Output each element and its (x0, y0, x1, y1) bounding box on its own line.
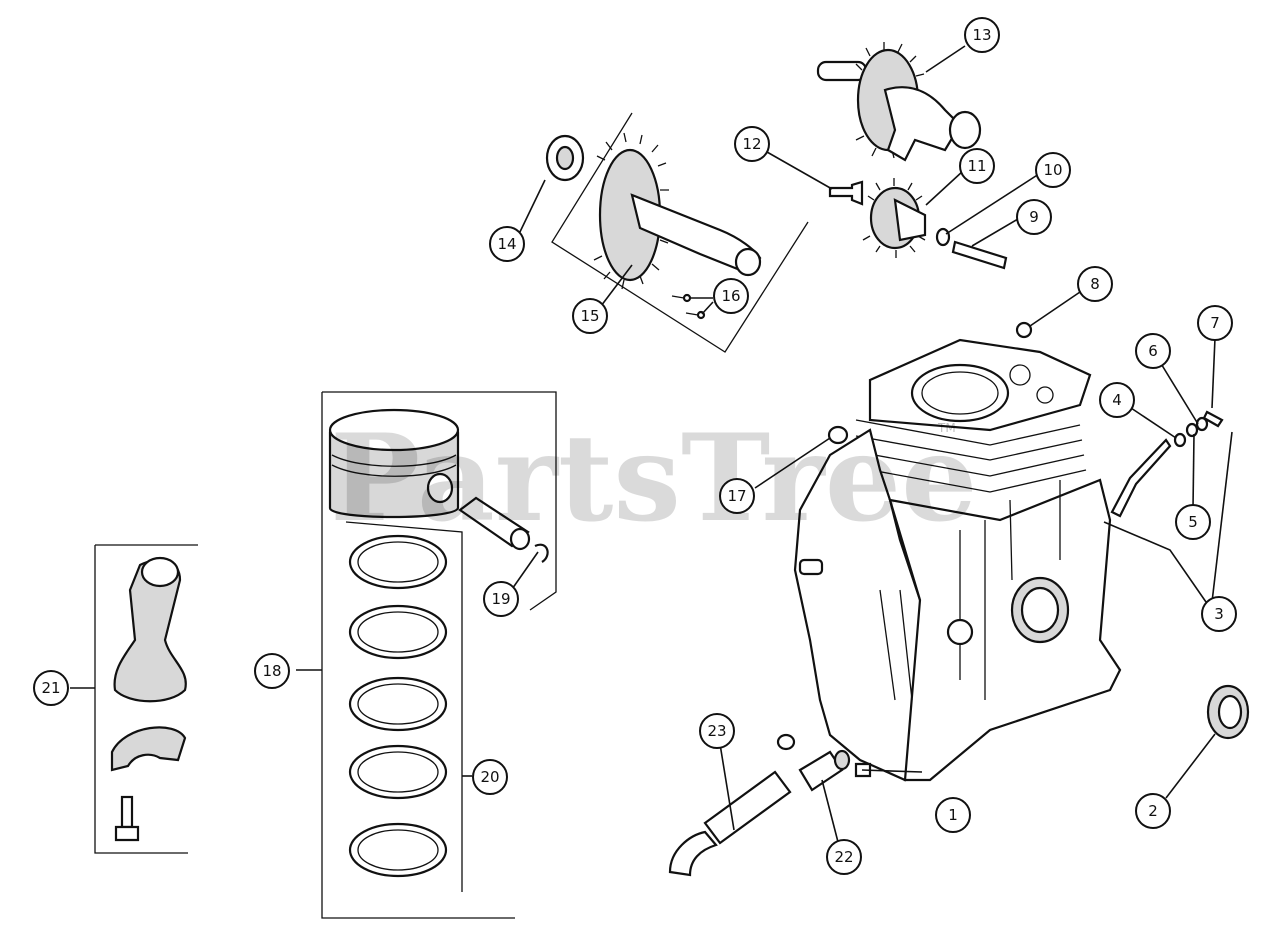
callout-14-label: 14 (497, 235, 516, 253)
part-oil-seal[interactable] (1206, 684, 1250, 740)
callout-5-label: 5 (1188, 513, 1198, 531)
callout-7-label: 7 (1210, 314, 1220, 332)
part-rod-cap[interactable] (110, 726, 187, 772)
callout-14[interactable]: 14 (489, 226, 525, 262)
callout-12-label: 12 (742, 135, 761, 153)
callout-6-label: 6 (1148, 342, 1158, 360)
part-pins-16[interactable] (671, 293, 706, 320)
part-piston[interactable] (328, 408, 460, 519)
callout-10-label: 10 (1043, 161, 1062, 179)
part-plug-17[interactable] (827, 425, 849, 445)
callout-9[interactable]: 9 (1016, 199, 1052, 235)
callout-8-label: 8 (1090, 275, 1100, 293)
callout-5[interactable]: 5 (1175, 504, 1211, 540)
callout-21-label: 21 (41, 679, 60, 697)
piston-group-bracket (321, 391, 557, 919)
part-breather-tube[interactable] (668, 770, 792, 877)
part-linkage-rod[interactable] (1110, 438, 1172, 518)
part-piston-pin[interactable] (458, 496, 531, 551)
callout-4-label: 4 (1112, 391, 1122, 409)
callout-19[interactable]: 19 (483, 581, 519, 617)
callout-17-label: 17 (727, 487, 746, 505)
rod-group-bracket (94, 544, 198, 854)
callout-8[interactable]: 8 (1077, 266, 1113, 302)
callout-22-label: 22 (834, 848, 853, 866)
callout-11[interactable]: 11 (959, 148, 995, 184)
callout-23[interactable]: 23 (699, 713, 735, 749)
callout-17[interactable]: 17 (719, 478, 755, 514)
callout-1-label: 1 (948, 806, 958, 824)
callout-22[interactable]: 22 (826, 839, 862, 875)
callout-18-label: 18 (262, 662, 281, 680)
callout-15-label: 15 (580, 307, 599, 325)
callout-13-label: 13 (972, 26, 991, 44)
callout-20[interactable]: 20 (472, 759, 508, 795)
watermark-text: PartsTree (330, 408, 977, 549)
part-retainer-ring[interactable] (534, 543, 549, 563)
callout-2[interactable]: 2 (1135, 793, 1171, 829)
part-crankshaft[interactable] (816, 42, 982, 162)
callout-3-label: 3 (1214, 605, 1224, 623)
callout-20-label: 20 (480, 768, 499, 786)
part-bolt-12[interactable] (828, 180, 864, 206)
callout-10[interactable]: 10 (1035, 152, 1071, 188)
watermark: PartsTree TM (330, 408, 977, 549)
callout-7[interactable]: 7 (1197, 305, 1233, 341)
callout-3[interactable]: 3 (1201, 596, 1237, 632)
callout-1[interactable]: 1 (935, 797, 971, 833)
part-rod-bolt[interactable] (114, 795, 140, 842)
callout-13[interactable]: 13 (964, 17, 1000, 53)
callout-15[interactable]: 15 (572, 298, 608, 334)
part-washers-4-5-6[interactable] (1173, 416, 1209, 448)
callout-4[interactable]: 4 (1099, 382, 1135, 418)
part-washer-14[interactable] (545, 134, 585, 182)
part-camshaft[interactable] (551, 112, 809, 353)
callout-2-label: 2 (1148, 802, 1158, 820)
callout-19-label: 19 (491, 590, 510, 608)
callout-11-label: 11 (967, 157, 986, 175)
callout-16[interactable]: 16 (713, 278, 749, 314)
part-connecting-rod[interactable] (113, 556, 187, 703)
part-piston-rings[interactable] (345, 521, 463, 892)
part-washer-10[interactable] (935, 227, 951, 247)
part-governor-gear[interactable] (862, 178, 927, 258)
watermark-trademark: TM (937, 421, 956, 435)
callout-16-label: 16 (721, 287, 740, 305)
callout-23-label: 23 (707, 722, 726, 740)
part-shaft-9[interactable] (951, 240, 1008, 270)
leader-lines (70, 45, 1233, 843)
callouts: 1 2 3 4 5 6 7 8 9 10 11 12 13 14 15 16 1… (33, 17, 1237, 875)
callout-12[interactable]: 12 (734, 126, 770, 162)
part-fitting-22[interactable] (776, 733, 851, 792)
callout-18[interactable]: 18 (254, 653, 290, 689)
callout-21[interactable]: 21 (33, 670, 69, 706)
part-clip-7[interactable] (1202, 410, 1224, 428)
callout-9-label: 9 (1029, 208, 1039, 226)
part-plug-8[interactable] (1015, 321, 1033, 339)
callout-6[interactable]: 6 (1135, 333, 1171, 369)
part-cylinder-block[interactable] (793, 338, 1122, 782)
